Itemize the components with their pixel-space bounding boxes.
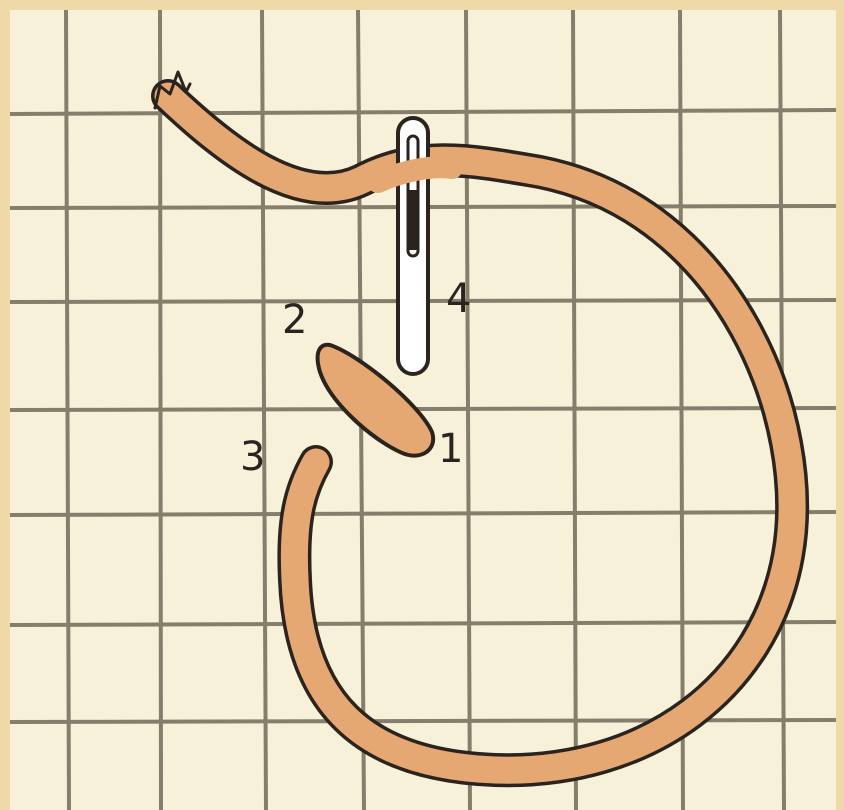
step-label-1: 1 [438, 426, 463, 472]
grid-line-h [10, 720, 836, 722]
needle-icon [398, 118, 428, 374]
step-label-4: 4 [446, 276, 471, 322]
step-label-2: 2 [282, 297, 307, 343]
step-label-3: 3 [240, 434, 265, 480]
grid-line-h [10, 408, 836, 410]
